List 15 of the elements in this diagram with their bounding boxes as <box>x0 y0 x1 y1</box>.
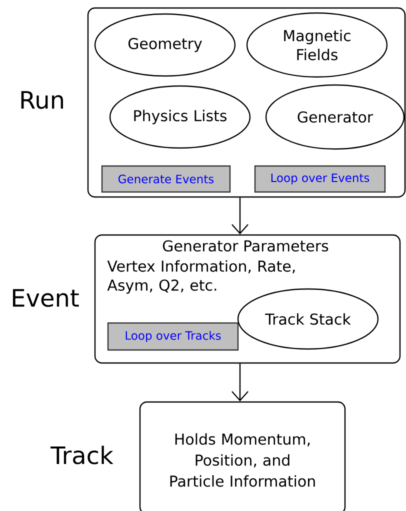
ellipse-node: Geometry <box>94 13 236 77</box>
action-button: Loop over Tracks <box>107 322 239 351</box>
action-button: Generate Events <box>101 165 231 193</box>
ellipse-node: Physics Lists <box>109 85 251 149</box>
container-box: Holds Momentum, Position, and Particle Information <box>139 401 346 511</box>
container-box <box>87 7 406 198</box>
action-button: Loop over Events <box>254 165 386 193</box>
ellipse-node: Track Stack <box>237 288 379 350</box>
arrow <box>232 198 248 234</box>
side-label: Track <box>50 446 114 464</box>
ellipse-node: Magnetic Fields <box>246 12 388 78</box>
side-label: Run <box>21 91 63 109</box>
arrow <box>232 364 248 402</box>
ellipse-node: Generator <box>265 84 405 150</box>
side-label: Event <box>12 289 79 307</box>
